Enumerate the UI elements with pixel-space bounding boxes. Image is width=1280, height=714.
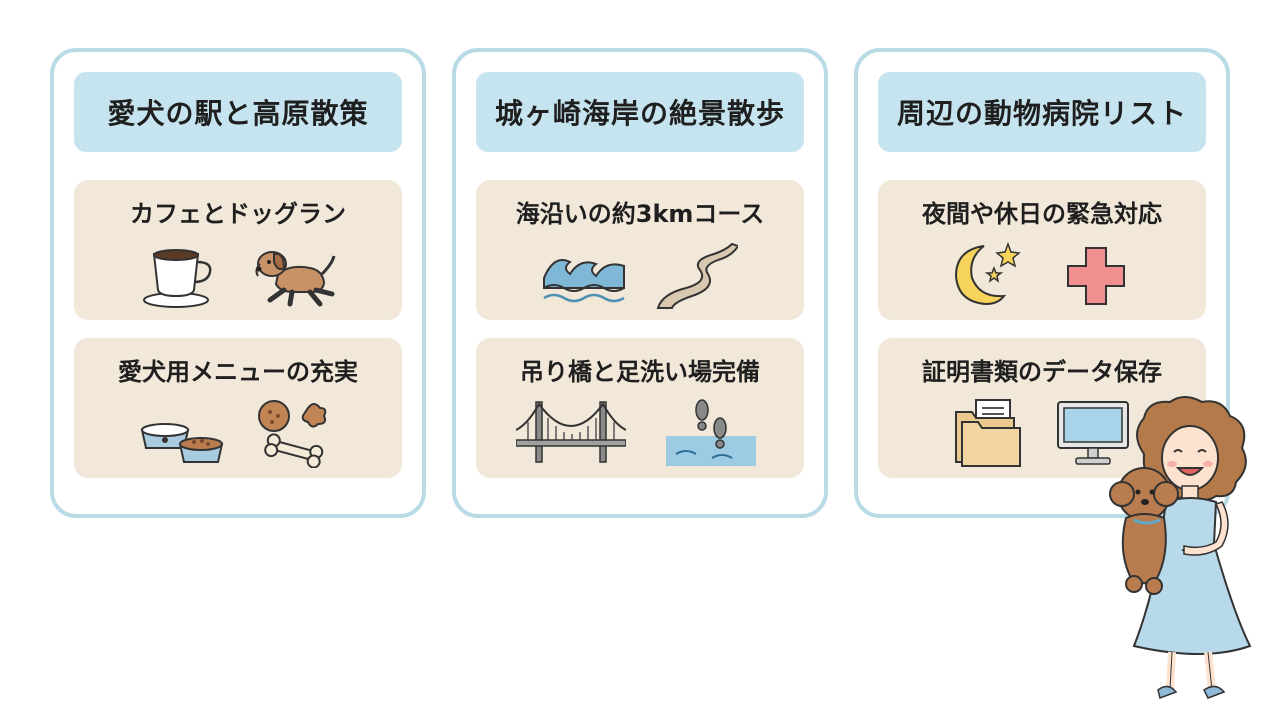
item-dog-menu: 愛犬用メニューの充実 xyxy=(74,338,402,478)
card-title: 周辺の動物病院リスト xyxy=(878,72,1206,152)
card-jogasaki-coast: 城ヶ崎海岸の絶景散歩 海沿いの約3kmコース 吊り橋と足洗い場完備 xyxy=(452,48,828,518)
item-certificate-data: 証明書類のデータ保存 xyxy=(878,338,1206,478)
card-title: 城ヶ崎海岸の絶景散歩 xyxy=(476,72,804,152)
card-dog-station: 愛犬の駅と高原散策 カフェとドッグラン 愛犬用メニュー xyxy=(50,48,426,518)
ocean-waves-icon xyxy=(540,238,626,310)
dog-treats-icon xyxy=(250,396,336,468)
item-seaside-course: 海沿いの約3kmコース xyxy=(476,180,804,320)
item-bridge-footwash: 吊り橋と足洗い場完備 xyxy=(476,338,804,478)
winding-path-icon xyxy=(652,238,738,310)
item-emergency: 夜間や休日の緊急対応 xyxy=(878,180,1206,320)
dog-food-bowls-icon xyxy=(138,396,224,468)
medical-cross-icon xyxy=(1054,238,1140,310)
suspension-bridge-icon xyxy=(516,396,626,468)
item-label: 証明書類のデータ保存 xyxy=(922,358,1162,386)
running-dog-icon xyxy=(250,238,336,310)
footprints-water-icon xyxy=(662,396,758,468)
item-label: 吊り橋と足洗い場完備 xyxy=(520,358,760,386)
moon-stars-icon xyxy=(942,238,1028,310)
coffee-cup-icon xyxy=(138,238,224,310)
card-title: 愛犬の駅と高原散策 xyxy=(74,72,402,152)
item-label: 海沿いの約3kmコース xyxy=(515,200,765,228)
item-label: 夜間や休日の緊急対応 xyxy=(922,200,1162,228)
woman-with-poodle-illustration xyxy=(1104,394,1280,710)
item-label: カフェとドッグラン xyxy=(130,200,346,228)
item-label: 愛犬用メニューの充実 xyxy=(118,358,358,386)
computer-monitor-icon xyxy=(1054,396,1140,468)
document-folder-icon xyxy=(942,396,1028,468)
item-cafe-dogrun: カフェとドッグラン xyxy=(74,180,402,320)
